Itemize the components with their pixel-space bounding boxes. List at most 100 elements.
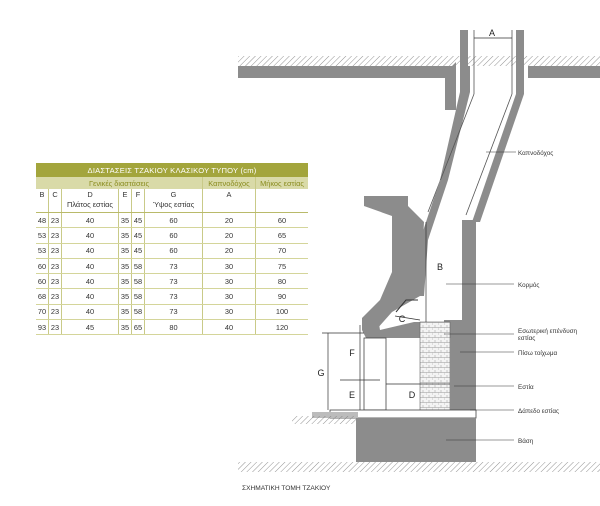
table-cell: 58 [131,273,145,290]
table-cell: 35 [118,258,132,275]
table-cell: 45 [131,227,145,244]
table-cell: 40 [61,258,119,275]
table-cell: 40 [61,288,119,305]
table-cell: 75 [255,258,308,275]
table-cell: 23 [48,227,62,244]
table-cell: 60 [36,273,49,290]
dim-label-A: A [489,28,495,38]
col-header-C: C [48,189,62,213]
table-cell: 60 [144,227,203,244]
table-cell: 48 [36,212,49,229]
front-jamb [363,337,387,411]
table-cell: 73 [144,304,203,321]
table-cell: 58 [131,258,145,275]
table-cell: 80 [255,273,308,290]
table-title: ΔΙΑΣΤΑΣΕΙΣ ΤΖΑΚΙΟΥ ΚΛΑΣΙΚΟΥ ΤΥΠΟΥ (cm) [87,165,257,175]
table-cell: 90 [255,288,308,305]
table-cell: 60 [144,243,203,259]
label-back-wall: Πίσω τοίχωμα [518,349,557,357]
col-header-G: G Ύψος εστίας [144,189,203,213]
table-cell: 40 [61,273,119,290]
table-cell: 23 [48,212,62,229]
label-inner-lining: Εσωτερική επένδυση [518,327,578,335]
col-header-F: F [131,189,145,213]
col-header-B: B [36,189,49,213]
dim-label-D: D [409,390,416,400]
firebox-lining [419,321,451,413]
floor-left [292,416,356,424]
table-cell: 30 [202,288,256,305]
label-hearth: Εστία [518,383,534,391]
col-header-D-letter: D [87,190,93,199]
table-cell: 35 [118,304,132,321]
table-cell: 20 [202,227,256,244]
table-cell: 53 [36,243,49,259]
table-cell: 93 [36,319,49,336]
header-hearth-length: Μήκος εστίας [255,177,308,189]
table-cell: 40 [61,212,119,229]
dim-label-G: G [317,368,324,378]
dimensions-table-wrap: ΔΙΑΣΤΑΣΕΙΣ ΤΖΑΚΙΟΥ ΚΛΑΣΙΚΟΥ ΤΥΠΟΥ (cm) Γ… [36,163,308,336]
header-chimney: Καπνοδόχος [202,177,256,189]
table-cell: 73 [144,288,203,305]
table-cell: 30 [202,273,256,290]
col-header-G-sub: Ύψος εστίας [152,199,195,209]
chimney-wall-left-top [440,30,470,180]
table-cell: 58 [131,304,145,321]
table-cell: 120 [255,319,308,336]
table-cell: 35 [118,288,132,305]
col-header-hearth-length [255,189,308,213]
table-cell: 20 [202,243,256,259]
table-cell: 60 [36,258,49,275]
table-cell: 23 [48,273,62,290]
table-cell: 68 [36,288,49,305]
table-cell: 73 [144,273,203,290]
dim-label-B: B [437,262,443,272]
table-cell: 60 [255,212,308,229]
table-cell: 23 [48,304,62,321]
table-cell: 23 [48,319,62,336]
table-cell: 80 [144,319,203,336]
chimney-wall-left-lower [416,180,448,296]
dim-label-C: C [399,314,406,324]
table-cell: 45 [131,212,145,229]
table-cell: 23 [48,288,62,305]
table-cell: 35 [118,319,132,336]
dim-label-F: F [349,348,355,358]
table-cell: 45 [131,243,145,259]
col-header-D: D Πλάτος εστίας [61,189,119,213]
table-cell: 40 [61,243,119,259]
table-cell: 40 [61,227,119,244]
table-cell: 23 [48,243,62,259]
table-cell: 70 [36,304,49,321]
table-cell: 23 [48,258,62,275]
table-cell: 65 [255,227,308,244]
table-cell: 35 [118,243,132,259]
hearth-slab [312,412,358,418]
ceiling-slab [238,56,600,66]
table-cell: 40 [202,319,256,336]
col-header-E: E [118,189,132,213]
table-cell: 70 [255,243,308,259]
smoke-hood-left [362,196,424,330]
chimney-liner-right-2 [465,93,513,216]
col-header-A: A [202,189,256,213]
table-cell: 40 [61,304,119,321]
table-cell: 35 [118,212,132,229]
damper [395,299,418,313]
dim-label-E: E [349,390,355,400]
chimney-liner-left-2 [427,93,475,213]
chimney-wall-right-top [472,30,524,222]
table-cell: 30 [202,304,256,321]
table-cell: 53 [36,227,49,244]
label-chimney: Καπνοδόχος [518,149,553,157]
ceiling-concrete-right [528,66,600,78]
table-cell: 73 [144,258,203,275]
